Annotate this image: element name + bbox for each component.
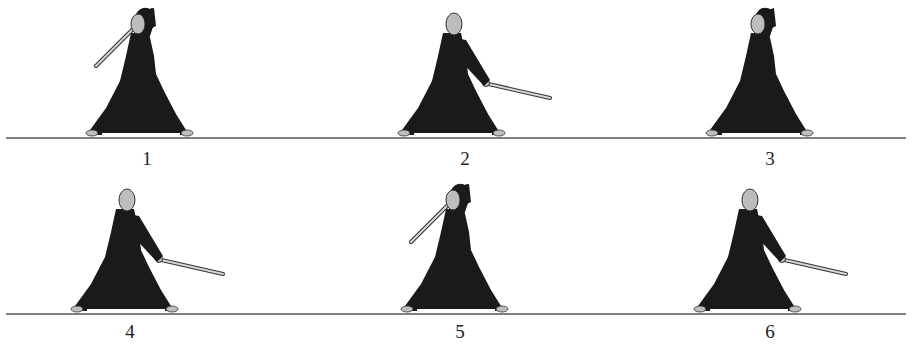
chudan-figure bbox=[694, 189, 846, 312]
jodan-figure bbox=[706, 8, 813, 136]
jodan-figure bbox=[86, 8, 193, 136]
callout-number: 1 bbox=[142, 149, 152, 168]
callout-number: 4 bbox=[125, 322, 135, 341]
ground-line bbox=[6, 137, 906, 139]
callout-number: 6 bbox=[765, 322, 775, 341]
ground-line bbox=[6, 313, 906, 315]
chudan-figure bbox=[71, 189, 223, 312]
callout-number: 2 bbox=[460, 149, 470, 168]
jodan-figure bbox=[401, 184, 508, 312]
callout-number: 3 bbox=[765, 149, 775, 168]
callout-number: 5 bbox=[455, 322, 465, 341]
chudan-figure bbox=[398, 13, 550, 136]
